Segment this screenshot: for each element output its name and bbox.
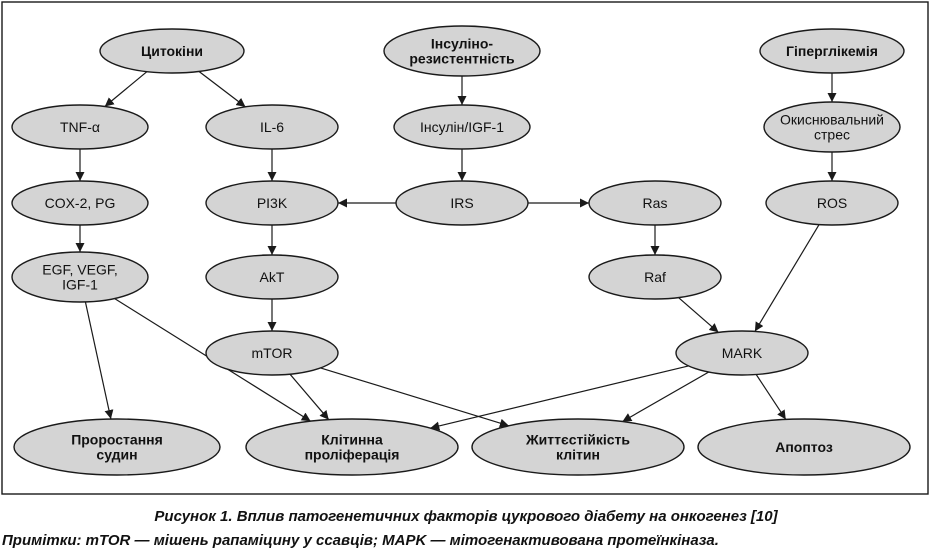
edge-mtor-to-cell-viability (320, 367, 510, 428)
node-cytokines: Цитокіни (99, 28, 245, 74)
node-insulin-resistance: Інсуліно-резистентність (383, 25, 541, 77)
edge-mtor-to-cell-proliferation (289, 373, 330, 421)
node-ellipse (588, 254, 722, 300)
node-label: IRS (450, 195, 473, 211)
node-label: MARK (722, 345, 763, 361)
node-label: судин (96, 447, 137, 463)
node-label: AkT (260, 269, 285, 285)
node-ellipse (11, 251, 149, 303)
node-ellipse (759, 28, 905, 74)
node-apoptosis: Апоптоз (697, 418, 911, 476)
node-label: mTOR (252, 345, 293, 361)
node-ellipse (471, 418, 685, 476)
node-ellipse (11, 180, 149, 226)
node-label: IL-6 (260, 119, 284, 135)
node-ellipse (395, 180, 529, 226)
node-ellipse (763, 101, 901, 153)
edge-cytokines-to-tnf (104, 71, 148, 107)
node-label: PI3K (257, 195, 288, 211)
node-mark: MARK (675, 330, 809, 376)
node-ellipse (205, 180, 339, 226)
node-label: Інсулін/IGF-1 (420, 119, 504, 135)
figure-note: Примітки: mTOR — мішень рапаміцину у сса… (2, 532, 719, 549)
node-label: TNF-α (60, 119, 100, 135)
node-label: Апоптоз (775, 439, 833, 455)
figure-caption: Рисунок 1. Вплив патогенетичних факторів… (154, 508, 778, 525)
node-egf: EGF, VEGF,IGF-1 (11, 251, 149, 303)
edge-raf-to-mark (678, 297, 719, 333)
node-il6: IL-6 (205, 104, 339, 150)
node-label: Проростання (71, 432, 163, 448)
node-hyperglycemia: Гіперглікемія (759, 28, 905, 74)
node-label: Інсуліно- (431, 36, 494, 52)
node-irs: IRS (395, 180, 529, 226)
node-ras: Ras (588, 180, 722, 226)
node-label: ROS (817, 195, 847, 211)
node-ellipse (99, 28, 245, 74)
edge-mark-to-cell-viability (622, 371, 710, 423)
pathway-diagram: Цитокіни Інсуліно-резистентність Гіперглік… (1, 1, 929, 495)
node-ellipse (205, 330, 339, 376)
node-ellipse (675, 330, 809, 376)
node-label: EGF, VEGF, (42, 262, 117, 278)
edge-ros-to-mark (754, 224, 820, 332)
node-label: COX-2, PG (45, 195, 116, 211)
nodes-layer: Цитокіни Інсуліно-резистентність Гіперглік… (11, 25, 911, 476)
node-ellipse (11, 104, 149, 150)
node-ellipse (205, 104, 339, 150)
node-label: IGF-1 (62, 277, 98, 293)
node-pi3k: PI3K (205, 180, 339, 226)
node-tnf: TNF-α (11, 104, 149, 150)
node-label: Життєстійкість (525, 432, 630, 448)
node-cox2: COX-2, PG (11, 180, 149, 226)
node-ellipse (393, 104, 531, 150)
edge-mark-to-cell-proliferation (430, 365, 689, 431)
edge-egf-to-vessel-growth (84, 301, 114, 420)
node-label: Raf (644, 269, 666, 285)
edge-cytokines-to-il6 (198, 70, 246, 108)
node-ellipse (13, 418, 221, 476)
node-ellipse (765, 180, 899, 226)
node-label: проліферація (305, 447, 400, 463)
node-label: клітин (556, 447, 600, 463)
node-label: Клітинна (321, 432, 383, 448)
node-mtor: mTOR (205, 330, 339, 376)
edge-mark-to-apoptosis (755, 374, 787, 420)
node-ellipse (245, 418, 459, 476)
diagram-frame (1, 1, 929, 495)
node-ellipse (205, 254, 339, 300)
node-ros: ROS (765, 180, 899, 226)
node-ellipse (697, 418, 911, 476)
node-akt: AkT (205, 254, 339, 300)
node-label: Ras (643, 195, 668, 211)
node-raf: Raf (588, 254, 722, 300)
edges-layer (75, 70, 837, 431)
node-insulin-igf1: Інсулін/IGF-1 (393, 104, 531, 150)
node-label: стрес (814, 127, 850, 143)
node-ellipse (588, 180, 722, 226)
node-label: Гіперглікемія (786, 43, 878, 59)
node-label: Цитокіни (141, 43, 203, 59)
node-ellipse (383, 25, 541, 77)
node-label: резистентність (409, 51, 515, 67)
node-label: Окиснювальний (780, 112, 884, 128)
